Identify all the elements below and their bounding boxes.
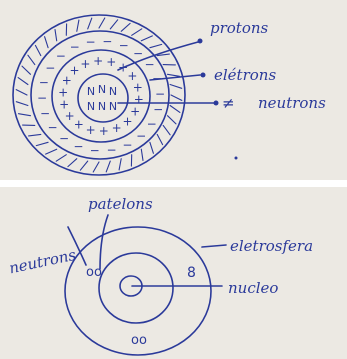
hatch-mark [80,161,87,170]
hatch-mark [19,114,31,116]
hatch-mark [141,149,143,160]
hatch-mark [36,142,48,145]
hatch-mark [110,20,117,29]
label-protons: protons [210,19,269,37]
proton-mark: + [74,118,84,132]
hatch-mark [55,30,57,41]
electron-mark: − [73,140,83,154]
proton-mark: + [93,54,103,68]
neutron-mark: N [109,85,117,98]
hatch-mark [106,161,110,172]
electron-mark: − [40,106,50,120]
neutron-core-ring [78,74,128,122]
bottom-atom-sketch-photo: oo 8 oo patelons neutrons eletrosfera nu… [0,187,347,359]
particle-pair-bottom: oo [131,333,147,348]
electron-mark: − [106,143,116,157]
protons-pointer-dot [198,39,203,44]
proton-mark: + [69,64,79,78]
hatch-mark [68,159,77,167]
proton-mark: + [106,55,116,69]
electron-mark: − [85,35,95,49]
electron-mark: − [39,75,49,89]
electron-mark: − [122,138,132,152]
stray-dot [235,157,238,160]
electron-mark: − [56,49,66,63]
proton-mark: + [133,80,143,94]
electron-mark: − [155,87,165,101]
electron-mark: − [59,132,69,146]
electron-mark: − [144,58,154,72]
label-neutrons: neutrons [258,94,326,112]
hatch-mark [141,36,152,41]
hatch-mark [170,85,182,89]
eletrons-pointer-dot [201,73,206,78]
electron-mark: − [37,91,47,105]
label-patelons: patelons [88,195,153,213]
proton-mark: + [86,123,96,137]
hatch-mark [77,20,79,31]
label-eletrosfera: eletrosfera [230,237,313,255]
hatch-mark [45,37,49,48]
electron-mark: − [119,38,129,52]
hatch-mark [16,90,27,95]
hatch-mark [56,155,66,162]
hatch-mark [163,125,170,134]
hatch-mark [150,44,162,47]
hatch-mark [18,78,28,85]
proton-mark: + [122,114,132,128]
hatch-mark [171,95,182,100]
hatch-mark [157,134,162,144]
hatch-mark [121,23,130,31]
neutrons-pointer-dot [214,101,219,106]
middle-ring [99,253,173,323]
proton-mark: + [112,121,122,135]
label-nucleo: nucleo [228,279,278,297]
label-eletrons: elétrons [214,66,276,84]
top-atom-sketch: ++++++++++++++++++ −−−−−−−−−−−−−−−−−−−−−… [0,0,347,180]
particle-single-right: 8 [187,265,196,281]
proton-marks: ++++++++++++++++++ [58,54,144,138]
hatch-mark [132,29,142,36]
hatch-mark [46,149,57,154]
electron-mark: − [136,129,146,143]
top-atom-sketch-photo: ++++++++++++++++++ −−−−−−−−−−−−−−−−−−−−−… [0,0,347,180]
hatch-mark [28,55,35,64]
electron-mark: − [153,103,163,117]
electron-mark: − [70,40,80,54]
label-neutrons-prefix: ≠ [222,94,235,112]
hatch-mark [29,134,41,136]
electron-mark: − [90,144,100,158]
proton-mark: + [99,124,109,138]
hatch-mark [99,18,105,28]
hatch-mark [119,159,121,170]
hatch-mark [16,102,28,106]
proton-mark: + [80,57,90,71]
hatch-mark [88,18,92,29]
neutron-mark: N [98,83,106,96]
electron-mark: − [102,34,112,48]
hatch-mark [168,116,177,124]
electron-mark: − [47,120,57,134]
neutron-mark: N [87,100,95,113]
hatch-mark [93,162,99,172]
hatch-mark [168,74,180,76]
proton-mark: + [59,98,69,112]
electron-mark: − [45,61,55,75]
hatch-mark [22,66,31,74]
patelons-pointer [100,215,108,269]
eletrosfera-pointer [202,245,226,247]
electron-mark: − [133,46,143,60]
hatch-mark [35,45,40,55]
electron-mark: − [147,117,157,131]
neutron-mark: N [87,85,95,98]
neutron-mark: N [98,100,106,113]
hatch-mark [170,106,180,113]
bottom-atom-sketch: oo 8 oo patelons neutrons eletrosfera nu… [0,187,347,359]
neutron-mark: N [109,100,117,113]
hatch-mark [150,142,154,153]
